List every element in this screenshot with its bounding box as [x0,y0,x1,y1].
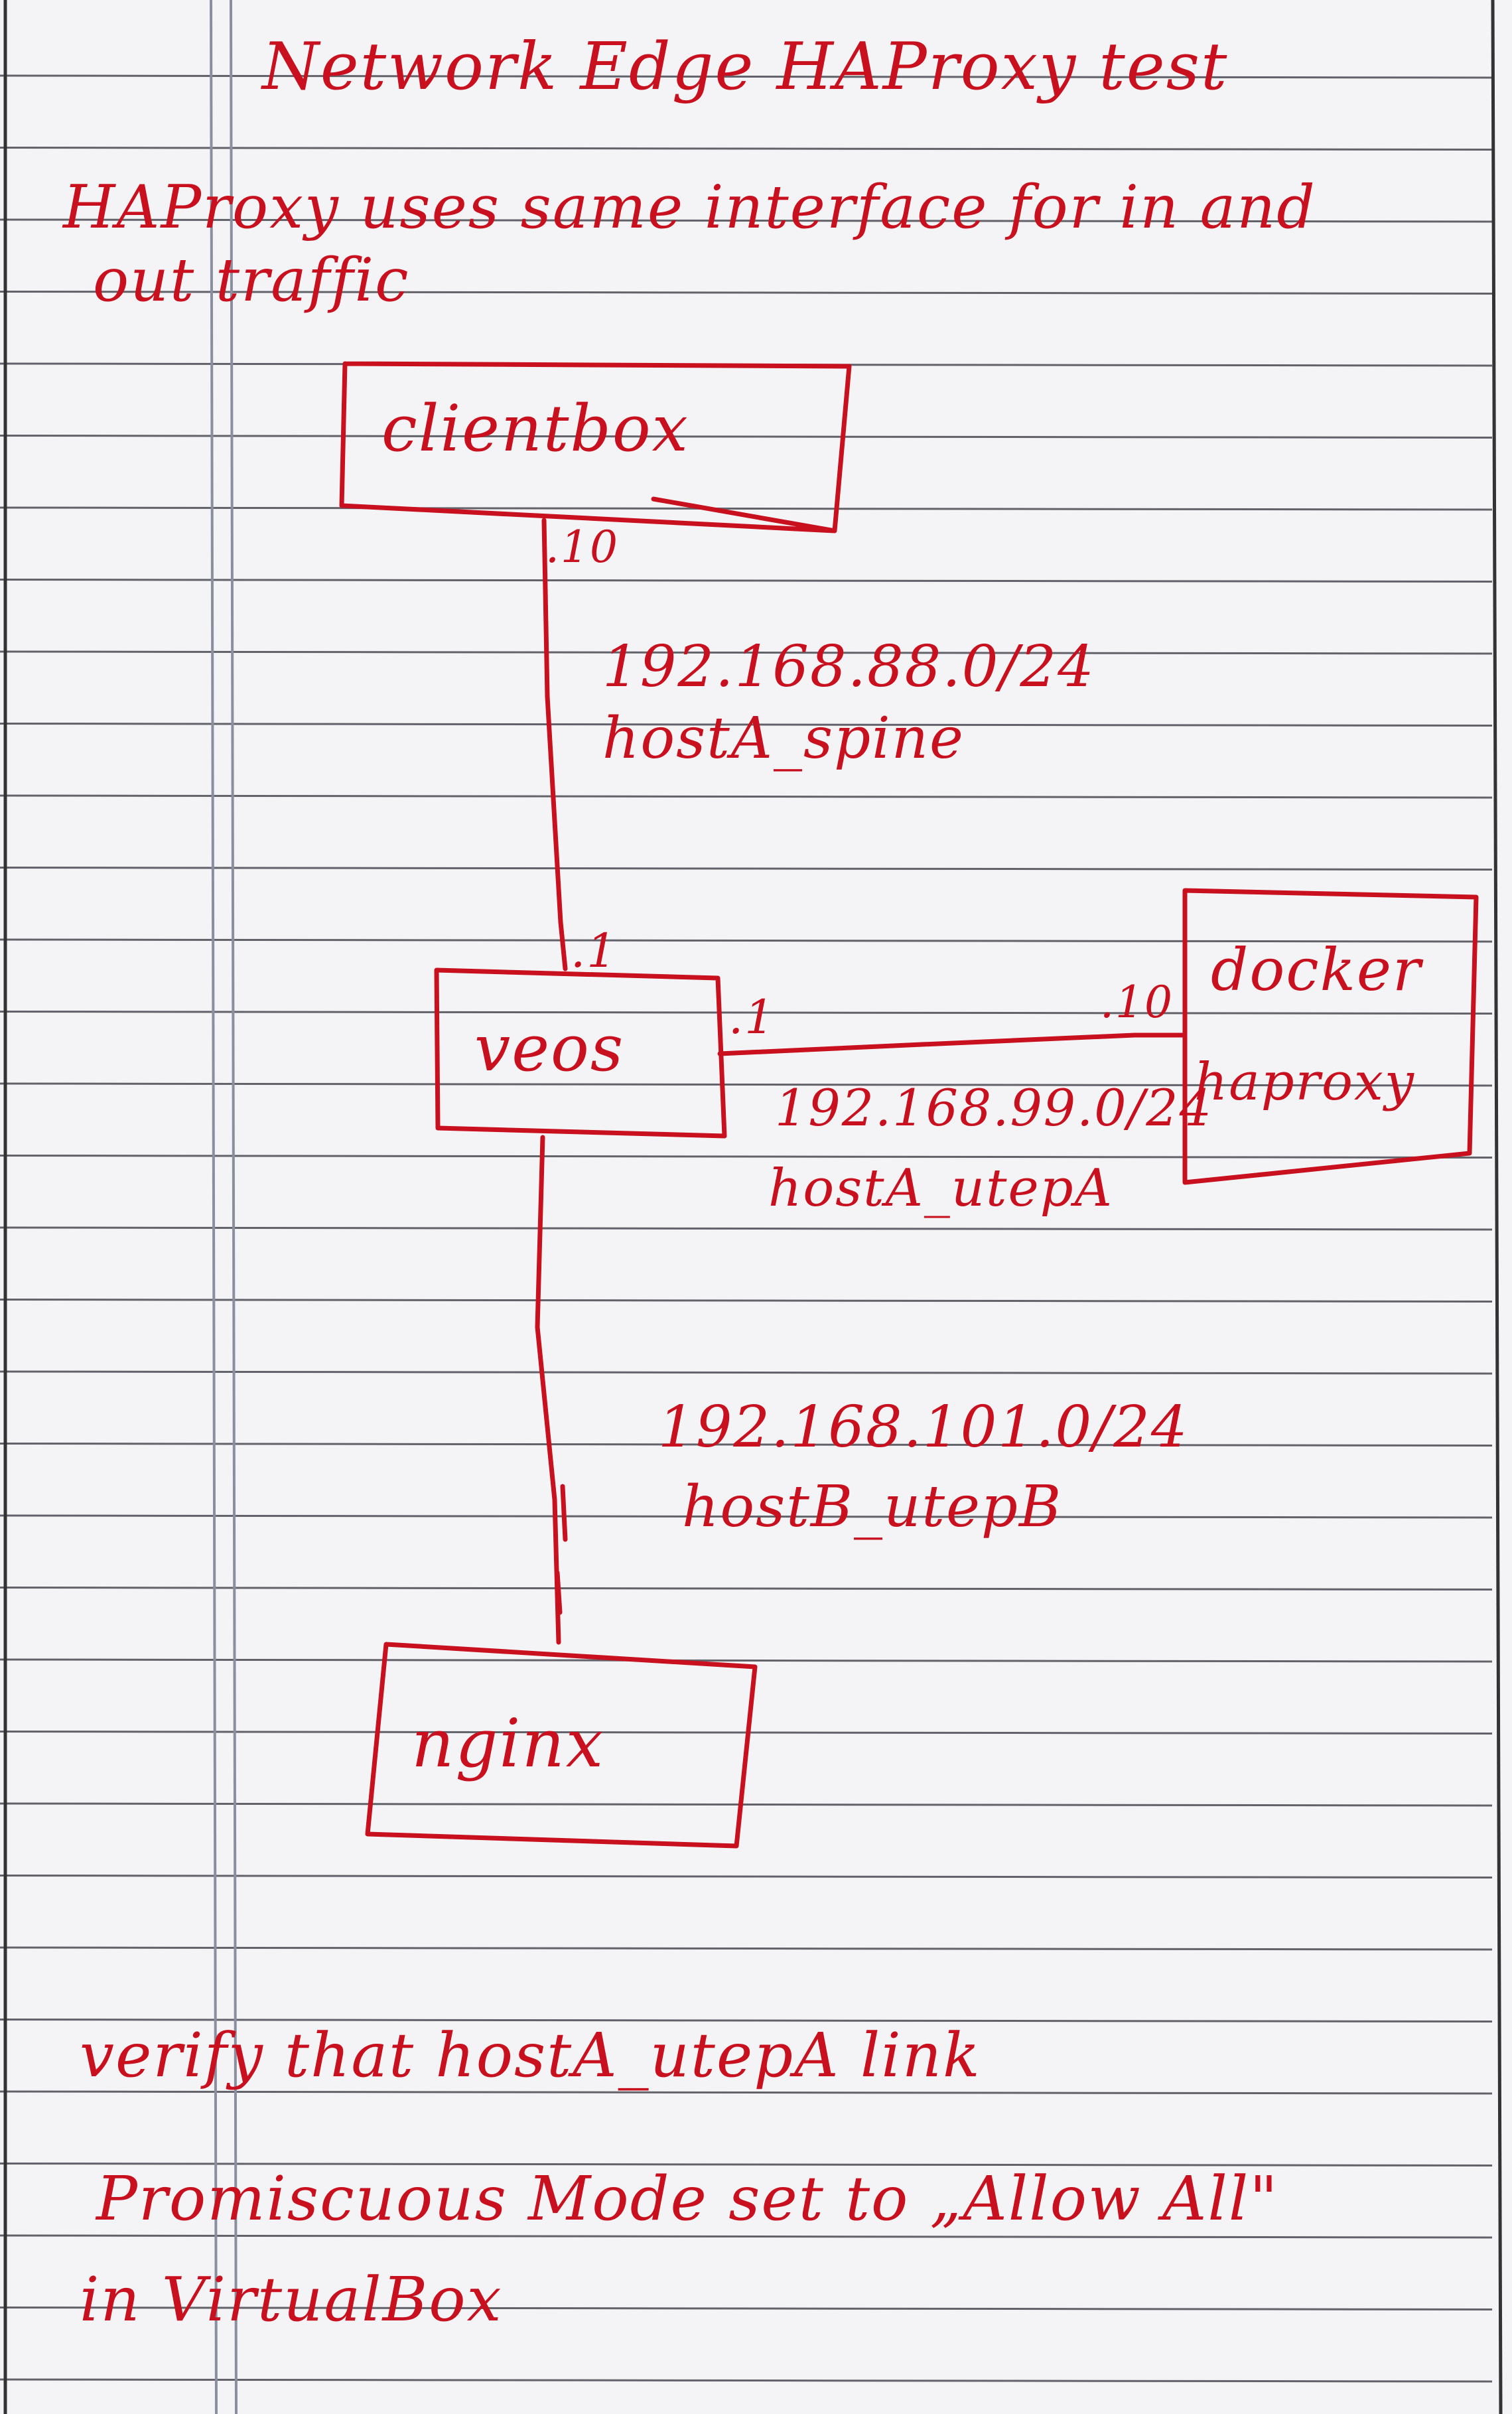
ruled-line [0,2378,1493,2383]
node-haproxy-label: haproxy [1194,1052,1415,1112]
node-veos-label: veos [474,1011,625,1086]
node-clientbox-label: clientbox [381,391,689,466]
ruled-line [0,650,1493,655]
ruled-line [0,1802,1493,1807]
ruled-line [0,1299,1493,1303]
clientbox-box [339,361,852,533]
utepA-subnet-label: 192.168.99.0/24 [775,1078,1213,1137]
ruled-line [0,938,1493,943]
promiscuous-note-line-1: Promiscuous Mode set to „Allow All" [96,2163,1279,2234]
ruled-line [0,1011,1493,1015]
ruled-line [0,2163,1493,2166]
docker-utepA-ip-label: .10 [1100,977,1174,1028]
ruled-line [0,2019,1493,2023]
margin-line [230,0,238,2414]
ruled-line [0,1946,1493,1951]
verify-note: verify that hostA_utepA link [80,2020,981,2091]
ruled-line [0,2234,1493,2239]
veos-box [434,967,727,1139]
ruled-line [0,218,1493,223]
link-hostB-utepB [535,1135,561,1645]
ruled-line [0,1658,1493,1663]
ruled-line [0,1226,1493,1231]
note-line-1: HAProxy uses same interface for in and [63,173,1316,242]
page-title: Network Edge HAProxy test [262,29,1229,105]
ruled-line [0,1587,1493,1591]
ruled-line [0,1155,1493,1159]
ruled-line [0,1082,1493,1087]
ruled-line [0,1370,1493,1375]
ruled-line [0,291,1493,295]
spine-name-label: hostA_spine [602,705,965,772]
node-docker-label: docker [1211,936,1422,1004]
ruled-line [0,74,1493,79]
ruled-line [0,1443,1493,1447]
ruled-line [0,867,1493,871]
note-line-2: out traffic [93,246,410,315]
ruled-line [0,2090,1493,2095]
link-hostA-utepA [717,1032,1187,1056]
ruled-line [0,794,1493,799]
margin-line [210,0,218,2414]
link-hostA-spine [541,518,568,971]
utepB-subnet-label: 192.168.101.0/24 [658,1394,1189,1460]
ruled-line [0,723,1493,727]
veos-utepA-ip-label: .1 [728,990,776,1044]
ruled-line [0,1875,1493,1879]
utepB-name-label: hostB_utepB [682,1474,1063,1540]
node-nginx-label: nginx [411,1705,605,1782]
ruled-line [0,147,1493,151]
ruled-line [0,1514,1493,1519]
nginx-box [365,1642,758,1849]
docker-haproxy-box [1182,888,1479,1185]
promiscuous-note-line-2: in VirtualBox [80,2264,503,2335]
page-edge [1491,0,1503,2414]
client-ip-label: .10 [545,522,619,573]
link-tick-2 [555,1570,563,1615]
utepA-name-label: hostA_utepA [768,1159,1113,1218]
ruled-line [0,435,1493,439]
veos-spine-ip-label: .1 [571,924,618,978]
ruled-line [0,506,1493,511]
link-tick-1 [560,1484,568,1542]
spine-subnet-label: 192.168.88.0/24 [602,634,1095,700]
ruled-line [0,579,1493,583]
ruled-line [0,2307,1493,2310]
